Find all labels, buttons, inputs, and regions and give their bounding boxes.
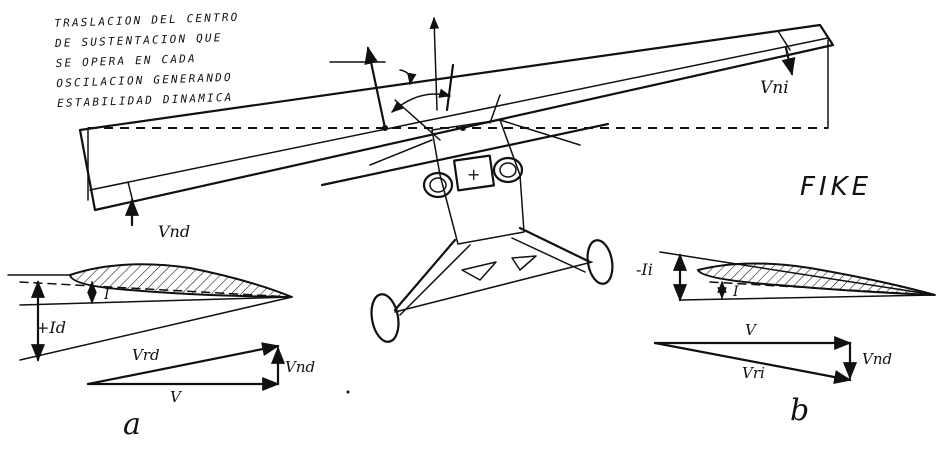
- aircraft-name-label: FIKE: [800, 172, 873, 202]
- cockpit-box: [452, 154, 496, 192]
- gear-strut-right: [518, 226, 592, 264]
- gear-fairing-right: [511, 255, 537, 271]
- wheel-left: [370, 293, 400, 343]
- stray-dot: [346, 390, 350, 394]
- panel-b-vnd-label: Vnd: [862, 350, 893, 368]
- panel-b-v-label: V: [745, 321, 756, 339]
- wheel-right: [586, 239, 614, 285]
- center-point-2: [460, 125, 466, 131]
- vni-wingtip-label: Vni: [760, 78, 789, 98]
- vector-vri-b: [653, 341, 852, 384]
- gear-strut-left: [393, 238, 457, 312]
- stability-annotation: TRASLACION DEL CENTRO DE SUSTENTACION QU…: [54, 4, 357, 114]
- panel-b-vri-label: Vri: [742, 364, 765, 382]
- cabin-strut-2: [499, 119, 581, 146]
- panel-b-incidence-label: -Ii: [636, 260, 653, 279]
- engine-right: [492, 156, 524, 184]
- cabin-strut-1: [369, 139, 433, 166]
- main-wing: [78, 23, 835, 212]
- tail-arrow: [429, 16, 440, 111]
- horizontal-line-a: [19, 296, 293, 306]
- panel-a-angle-label: I: [104, 287, 110, 303]
- gear-axle: [394, 261, 593, 313]
- panel-a-v-label: V: [170, 388, 181, 406]
- panel-a-vnd-label: Vnd: [285, 358, 316, 376]
- relative-wind-a: [19, 296, 293, 361]
- vni-arrow: [781, 46, 796, 76]
- cabin-strut-4: [489, 94, 501, 124]
- panel-a-caption: a: [123, 407, 141, 442]
- stabilizer-line: [320, 122, 610, 187]
- wing-aileron-line: [89, 37, 829, 191]
- engine-left-inner: [429, 177, 447, 193]
- gear-fairing-left: [461, 261, 497, 281]
- panel-a-incidence-label: +Id: [36, 318, 66, 337]
- engine-right-inner: [499, 162, 517, 178]
- wing-tip-right: [777, 30, 791, 51]
- oscillation-arc: [391, 88, 452, 113]
- horizontal-line-b: [679, 294, 936, 301]
- oscillation-hook: [399, 69, 417, 86]
- chord-line-a: [19, 281, 293, 298]
- panel-a-diagram: [7, 263, 293, 392]
- aircraft-sketch: +: [78, 16, 835, 343]
- vector-vrd-a: [86, 342, 280, 386]
- center-cross: +: [467, 165, 480, 184]
- gear-strut-left-2: [399, 244, 471, 316]
- panel-a-vrd-label: Vrd: [132, 346, 160, 364]
- panel-b-diagram: [653, 251, 936, 384]
- upper-line-b: [659, 251, 936, 296]
- chord-line-b: [709, 281, 936, 296]
- vnd-wingtip-label: Vnd: [158, 222, 191, 241]
- engine-left: [422, 171, 454, 199]
- panel-b-caption: b: [790, 393, 810, 428]
- tail-fin: [445, 63, 455, 112]
- panel-b-angle-label: I: [733, 284, 739, 300]
- center-point-1: [382, 125, 388, 131]
